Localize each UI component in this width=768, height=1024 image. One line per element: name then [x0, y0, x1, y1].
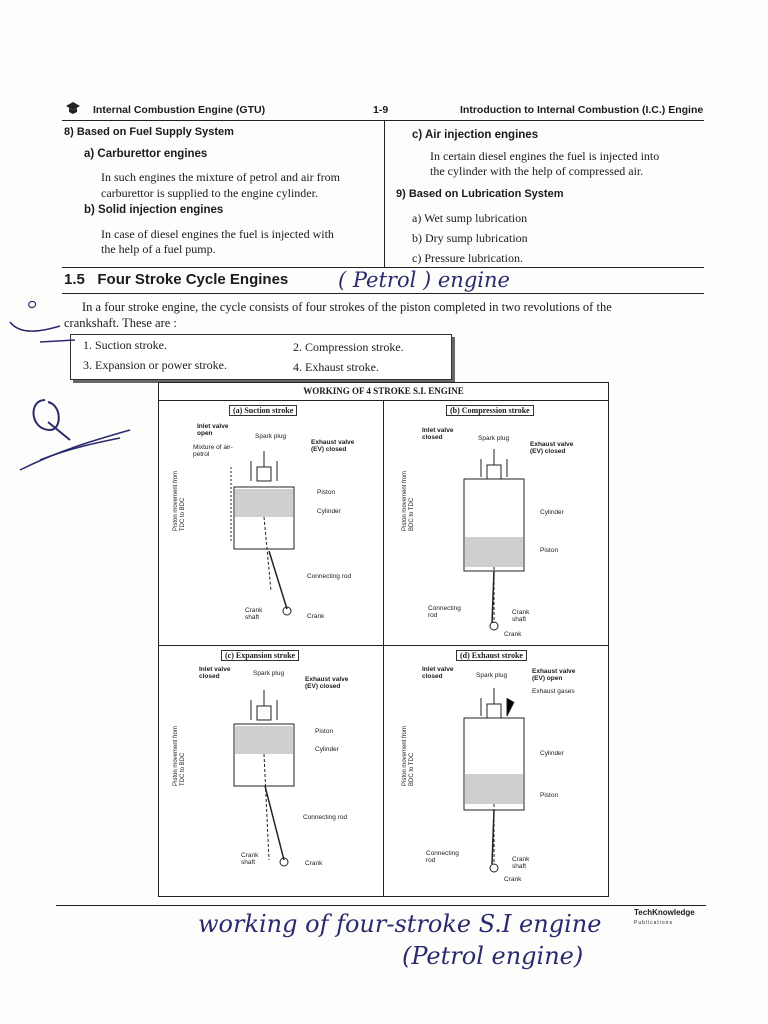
lubrication-item-3: c) Pressure lubrication. [412, 251, 523, 265]
column-divider [384, 121, 385, 267]
label-connecting-rod: Connecting rod [426, 850, 459, 864]
engine-diagram [463, 449, 525, 631]
label-inlet-valve: Inlet valve closed [199, 666, 231, 680]
publisher-logo-icon [66, 101, 80, 114]
label-inlet-valve: Inlet valve closed [422, 666, 454, 680]
publisher-sub: Publications [634, 920, 673, 926]
intro-line2: crankshaft. These are : [64, 316, 177, 330]
label-exhaust-valve: Exhaust valve (EV) open [532, 668, 576, 682]
panel-title: (c) Expansion stroke [221, 650, 300, 661]
header-rule [62, 120, 704, 121]
label-connecting-rod: Connecting rod [303, 814, 348, 821]
page-number: 1-9 [373, 104, 389, 116]
label-crank-shaft: Crank shaft [512, 856, 530, 870]
label-cylinder: Cylinder [317, 508, 341, 515]
air-injection-heading: c) Air injection engines [412, 129, 539, 141]
figure-horizontal-divider [159, 645, 608, 646]
axis-label: Piston movement from BDC to TDC [402, 470, 415, 531]
carburettor-line2: carburettor is supplied to the engine cy… [101, 186, 318, 200]
label-spark-plug: Spark plug [253, 670, 285, 677]
label-crank: Crank [305, 860, 323, 867]
axis-label: Piston movement from TDC to BDC [173, 470, 186, 531]
panel-suction: (a) Suction stroke Piston movement from … [159, 401, 383, 645]
label-piston: Piston [540, 547, 559, 554]
solid-injection-heading: b) Solid injection engines [84, 204, 224, 216]
label-inlet-valve: Inlet valve closed [422, 427, 454, 441]
label-cylinder: Cylinder [540, 750, 564, 757]
figure-title: WORKING OF 4 STROKE S.I. ENGINE [303, 386, 464, 396]
handwritten-caption-line2: (Petrol engine) [402, 942, 584, 970]
header-right: Introduction to Internal Combustion (I.C… [460, 104, 704, 116]
label-spark-plug: Spark plug [478, 435, 510, 442]
label-crank-shaft: Crank shaft [245, 607, 263, 621]
axis-label: Piston movement from BDC to TDC [402, 725, 415, 786]
handwritten-marks [9, 300, 131, 471]
section-8-heading: 8) Based on Fuel Supply System [64, 126, 234, 138]
air-injection-line2: the cylinder with the help of compressed… [430, 164, 644, 178]
section-rule-bottom [62, 293, 704, 294]
section-9-heading: 9) Based on Lubrication System [396, 188, 564, 200]
publisher-name: TechKnowledge [634, 908, 695, 917]
label-exhaust-gases: Exhaust gases [532, 688, 575, 695]
strokes-box: 1. Suction stroke. 2. Compression stroke… [70, 334, 452, 380]
figure-frame: WORKING OF 4 STROKE S.I. ENGINE (a) Suct… [158, 382, 609, 897]
panel-title: (b) Compression stroke [446, 405, 534, 416]
solid-injection-line1: In case of diesel engines the fuel is in… [101, 227, 334, 241]
panel-title: (a) Suction stroke [229, 405, 298, 416]
section-title: Four Stroke Cycle Engines [97, 271, 289, 288]
label-exhaust-valve: Exhaust valve (EV) closed [305, 676, 349, 690]
label-cylinder: Cylinder [540, 509, 564, 516]
section-rule-top [62, 267, 704, 268]
stroke-4: 4. Exhaust stroke. [293, 360, 379, 374]
label-crank: Crank [307, 613, 325, 620]
label-cylinder: Cylinder [315, 746, 339, 753]
air-injection-line1: In certain diesel engines the fuel is in… [430, 149, 660, 163]
label-mixture: Mixture of air-petrol [193, 444, 233, 458]
panel-expansion: (c) Expansion stroke Piston movement fro… [159, 646, 383, 896]
panel-exhaust: (d) Exhaust stroke Piston movement from … [384, 646, 608, 896]
label-connecting-rod: Connecting rod [428, 605, 461, 619]
label-exhaust-valve: Exhaust valve (EV) closed [311, 439, 355, 453]
label-piston: Piston [540, 792, 559, 799]
section-number: 1.5 [64, 271, 85, 288]
stroke-3: 3. Expansion or power stroke. [83, 358, 227, 372]
lubrication-item-2: b) Dry sump lubrication [412, 231, 528, 245]
label-crank: Crank [504, 631, 522, 638]
label-inlet-valve: Inlet valve open [197, 423, 229, 437]
engine-diagram [230, 451, 295, 616]
header-left: Internal Combustion Engine (GTU) [93, 104, 266, 116]
stroke-1: 1. Suction stroke. [83, 338, 167, 352]
engine-diagram [233, 690, 295, 867]
label-crank-shaft: Crank shaft [241, 852, 259, 866]
label-crank: Crank [504, 876, 522, 883]
label-piston: Piston [317, 489, 336, 496]
label-spark-plug: Spark plug [255, 433, 287, 440]
label-connecting-rod: Connecting rod [307, 573, 352, 580]
figure-vertical-divider [383, 400, 384, 896]
handwritten-caption-line1: working of four-stroke S.I engine [198, 910, 602, 938]
solid-injection-line2: the help of a fuel pump. [101, 242, 216, 256]
axis-label: Piston movement from TDC to BDC [173, 725, 186, 786]
handwritten-heading-note: ( Petrol ) engine [338, 268, 510, 292]
stroke-2: 2. Compression stroke. [293, 340, 404, 354]
label-crank-shaft: Crank shaft [512, 609, 530, 623]
label-exhaust-valve: Exhaust valve (EV) closed [530, 441, 574, 455]
intro-line1: In a four stroke engine, the cycle consi… [82, 300, 612, 314]
panel-compression: (b) Compression stroke Piston movement f… [384, 401, 608, 645]
footer-rule [56, 905, 706, 906]
lubrication-item-1: a) Wet sump lubrication [412, 211, 528, 225]
carburettor-line1: In such engines the mixture of petrol an… [101, 170, 340, 184]
publisher-logo: TechKnowledge Publications [634, 908, 695, 928]
engine-diagram [463, 688, 525, 873]
carburettor-heading: a) Carburettor engines [84, 148, 208, 160]
panel-title: (d) Exhaust stroke [456, 650, 527, 661]
section-heading: 1.5 Four Stroke Cycle Engines [64, 271, 288, 288]
label-piston: Piston [315, 728, 334, 735]
label-spark-plug: Spark plug [476, 672, 508, 679]
